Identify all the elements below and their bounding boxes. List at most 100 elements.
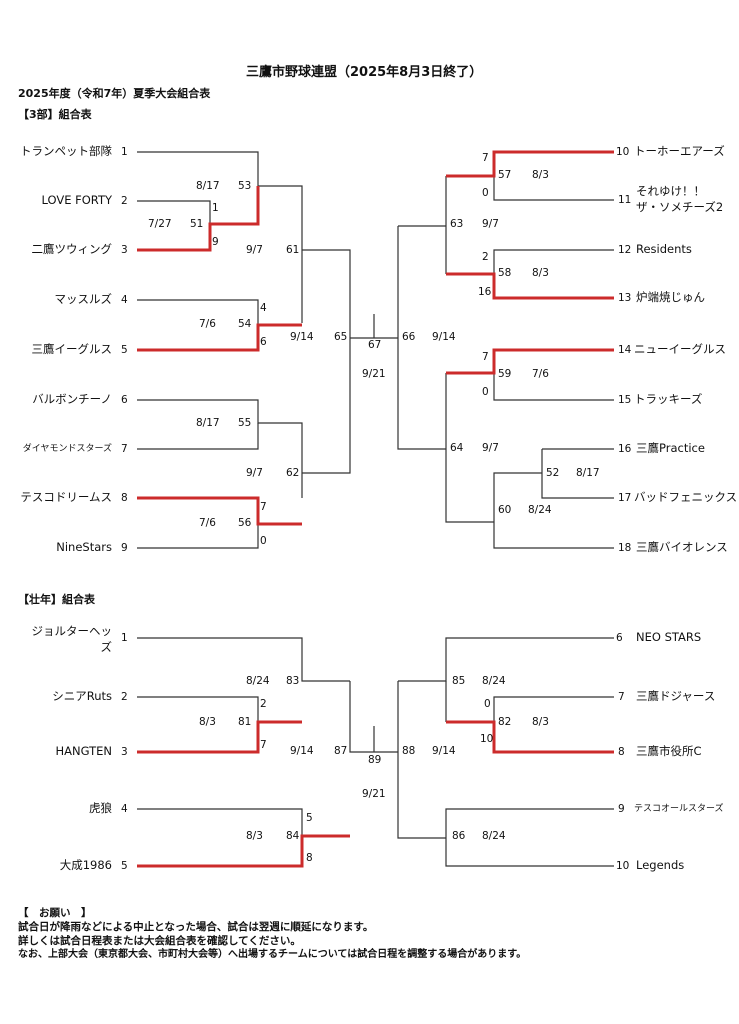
game-date: 7/6 bbox=[199, 517, 216, 529]
game-score: 0 bbox=[482, 386, 489, 398]
team-name: NineStars bbox=[56, 540, 112, 554]
line-s-team10 bbox=[445, 838, 614, 867]
final-game-date: 9/21 bbox=[362, 788, 386, 800]
team-seed: 11 bbox=[618, 194, 632, 206]
line-s-g87 bbox=[349, 681, 398, 753]
game-number: 65 bbox=[334, 331, 348, 343]
team-seed: 10 bbox=[616, 146, 630, 158]
game-number: 83 bbox=[286, 675, 300, 687]
team-name: 三鷹ドジャース bbox=[636, 689, 716, 703]
game-score: 0 bbox=[260, 535, 267, 547]
game-score: 1 bbox=[212, 202, 219, 214]
team-name: テスコドリームス bbox=[20, 490, 112, 504]
line-team2 bbox=[137, 200, 211, 224]
team-seed: 6 bbox=[616, 632, 623, 644]
team-name: ジョルターヘッ bbox=[31, 624, 113, 638]
team-name: トランペット部隊 bbox=[20, 144, 112, 158]
game-date: 8/17 bbox=[196, 417, 220, 429]
line-g60 bbox=[493, 472, 542, 522]
game-date: 8/3 bbox=[246, 830, 263, 842]
winner-path-team8 bbox=[137, 496, 302, 526]
team-seed: 7 bbox=[618, 691, 625, 703]
team-name: トーホーエアーズ bbox=[634, 144, 725, 158]
game-number: 82 bbox=[498, 716, 512, 728]
game-number: 62 bbox=[286, 467, 300, 479]
final-game-number: 67 bbox=[368, 339, 382, 351]
team-seed: 2 bbox=[121, 691, 128, 703]
game-date: 8/3 bbox=[532, 169, 549, 181]
game-number: 57 bbox=[498, 169, 512, 181]
line-right-trunk bbox=[397, 226, 446, 450]
winner-path-team3 bbox=[137, 186, 260, 252]
game-date: 9/14 bbox=[290, 745, 314, 757]
line-g61-62 bbox=[302, 249, 351, 474]
game-score: 10 bbox=[480, 733, 494, 745]
game-score: 8 bbox=[306, 852, 313, 864]
game-number: 59 bbox=[498, 368, 512, 380]
line-s-team1 bbox=[137, 637, 350, 682]
game-date: 8/24 bbox=[482, 675, 506, 687]
game-score: 16 bbox=[478, 286, 492, 298]
winner-path-s-team3 bbox=[137, 720, 302, 754]
team-seed: 6 bbox=[121, 394, 128, 406]
team-name: それゆけ！！ bbox=[636, 184, 705, 198]
game-number: 66 bbox=[402, 331, 416, 343]
line-team4 bbox=[137, 299, 259, 325]
team-name: 二鷹ツウィング bbox=[31, 242, 113, 256]
line-g52 bbox=[541, 449, 614, 499]
team-name: 炉端焼じゅん bbox=[636, 290, 705, 304]
game-number: 61 bbox=[286, 244, 300, 256]
winner-path-team5 bbox=[137, 323, 302, 352]
team-seed: 4 bbox=[121, 294, 128, 306]
line-team12 bbox=[493, 249, 614, 274]
team-name: 虎狼 bbox=[89, 801, 112, 815]
winner-path-team14 bbox=[446, 348, 614, 375]
team-seed: 8 bbox=[121, 492, 128, 504]
team-seed: 7 bbox=[121, 443, 128, 455]
game-date: 8/17 bbox=[576, 467, 600, 479]
line-s-team2 bbox=[137, 696, 259, 722]
team-seed: 1 bbox=[121, 632, 128, 644]
team-seed: 9 bbox=[121, 542, 128, 554]
game-score: 7 bbox=[260, 739, 267, 751]
game-score: 7 bbox=[260, 501, 267, 513]
game-date: 7/6 bbox=[199, 318, 216, 330]
line-s-team4 bbox=[137, 808, 303, 836]
game-date: 9/7 bbox=[482, 218, 499, 230]
line-s-team6 bbox=[398, 637, 614, 682]
game-number: 63 bbox=[450, 218, 464, 230]
team-seed: 1 bbox=[121, 146, 128, 158]
senior-division-heading: 【壮年】組合表 bbox=[18, 593, 95, 606]
team-name: シニアRuts bbox=[52, 689, 112, 703]
game-date: 9/14 bbox=[432, 745, 456, 757]
team-seed: 14 bbox=[618, 344, 632, 356]
game-number: 58 bbox=[498, 267, 512, 279]
game-date: 7/6 bbox=[532, 368, 549, 380]
game-number: 60 bbox=[498, 504, 512, 516]
game-score: 9 bbox=[212, 236, 219, 248]
team-seed: 13 bbox=[618, 292, 632, 304]
team-name: LOVE FORTY bbox=[41, 193, 112, 207]
game-number: 85 bbox=[452, 675, 466, 687]
team-seed: 3 bbox=[121, 244, 128, 256]
game-date: 8/24 bbox=[246, 675, 270, 687]
game-date: 7/27 bbox=[148, 218, 172, 230]
game-number: 81 bbox=[238, 716, 252, 728]
team-seed: 4 bbox=[121, 803, 128, 815]
team-name: Residents bbox=[636, 242, 692, 256]
game-number: 55 bbox=[238, 417, 252, 429]
final-game-date: 9/21 bbox=[362, 368, 386, 380]
team-name: トラッキーズ bbox=[634, 392, 703, 406]
winner-path-team13 bbox=[446, 272, 614, 300]
game-score: 2 bbox=[260, 698, 267, 710]
team-name: NEO STARS bbox=[636, 630, 702, 644]
team-name-line2: ザ・ソメチーズ2 bbox=[636, 200, 724, 214]
team-name: 三鷹イーグルス bbox=[31, 342, 113, 356]
team-seed: 8 bbox=[618, 746, 625, 758]
team-name: マッスルズ bbox=[54, 292, 113, 306]
game-number: 51 bbox=[190, 218, 204, 230]
game-score: 7 bbox=[482, 152, 489, 164]
line-s-team7 bbox=[493, 696, 614, 722]
game-date: 8/3 bbox=[532, 716, 549, 728]
